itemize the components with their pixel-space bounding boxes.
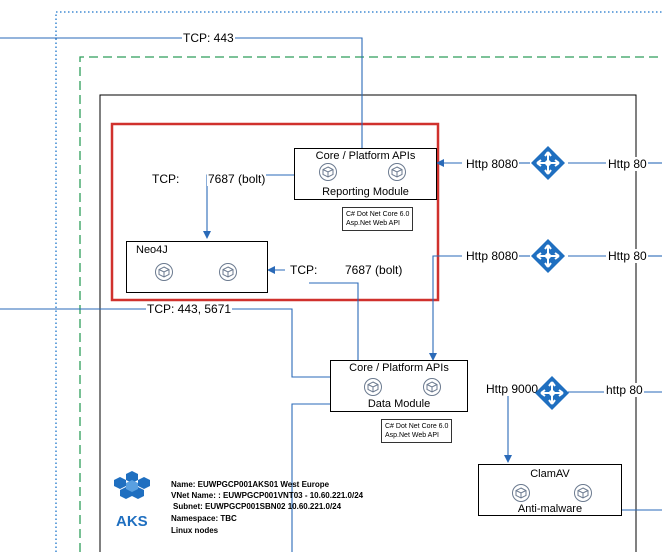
label-http-8080-reporting: Http 8080 [465,157,520,171]
data-tech-line-2: Asp.Net Web API [385,432,439,439]
aks-namespace: Namespace: TBC [171,514,237,523]
aks-name: Name: EUWPGCP001AKS01 West Europe [171,480,330,489]
data-module[interactable]: Core / Platform APIs Data Module [330,360,468,412]
pod-icon [388,163,406,181]
label-tcp-443: TCP: 443 [182,31,235,45]
subnet-boundary [79,56,662,552]
aks-subnet: Subnet: EUWPGCP001SBN02 10.60.221.0/24 [173,502,342,511]
clamav-subtitle: Anti-malware [517,503,583,515]
neo4j-database[interactable]: Neo4J [126,241,268,293]
aks-nodes: Linux nodes [171,526,219,535]
label-http-80-reporting: Http 80 [607,157,648,171]
data-module-title: Core / Platform APIs [349,362,449,374]
reporting-module-subtitle: Reporting Module [322,186,409,198]
label-tcp-data-neo4j: TCP: [289,263,319,277]
pod-icon [512,484,530,502]
aks-cluster-icon [108,470,156,506]
aks-logo-text: AKS [116,513,148,530]
pod-icon [319,163,337,181]
data-tech-line-1: C# Dot Net Core 6.0 [385,423,449,430]
load-balancer-icon[interactable] [530,238,566,274]
aks-vnet: VNet Name: : EUWPGCP001VNT03 - 10.60.221… [171,491,364,500]
reporting-highlight-boundary [110,122,440,302]
reporting-tech-line-1: C# Dot Net Core 6.0 [346,211,410,218]
reporting-tech-note: C# Dot Net Core 6.0 Asp.Net Web API [342,207,414,231]
label-http-80-data: Http 80 [607,249,648,263]
label-http-8080-data: Http 8080 [465,249,520,263]
vnet-boundary [55,11,662,552]
pod-icon [219,263,237,281]
label-bolt-data-neo4j: 7687 (bolt) [344,263,404,277]
aks-cluster-boundary [99,94,637,552]
reporting-module[interactable]: Core / Platform APIs Reporting Module [294,148,437,200]
neo4j-title: Neo4J [136,244,168,256]
data-module-subtitle: Data Module [367,398,431,410]
label-tcp-reporting-neo4j: TCP: [151,172,181,186]
clamav-title: ClamAV [530,468,570,480]
label-http-9000: Http 9000 [485,382,540,396]
label-bolt-reporting-neo4j: 7687 (bolt) [207,172,267,186]
pod-icon [574,484,592,502]
reporting-module-title: Core / Platform APIs [315,150,416,162]
clamav-service[interactable]: ClamAV Anti-malware [478,464,622,516]
load-balancer-icon[interactable] [534,375,570,411]
pod-icon [364,378,382,396]
reporting-tech-line-2: Asp.Net Web API [346,220,400,227]
pod-icon [155,263,173,281]
load-balancer-icon[interactable] [530,145,566,181]
label-http-80-clamav: http 80 [605,383,644,397]
label-tcp-443-5671: TCP: 443, 5671 [146,302,233,316]
data-tech-note: C# Dot Net Core 6.0 Asp.Net Web API [381,419,453,443]
pod-icon [423,378,441,396]
